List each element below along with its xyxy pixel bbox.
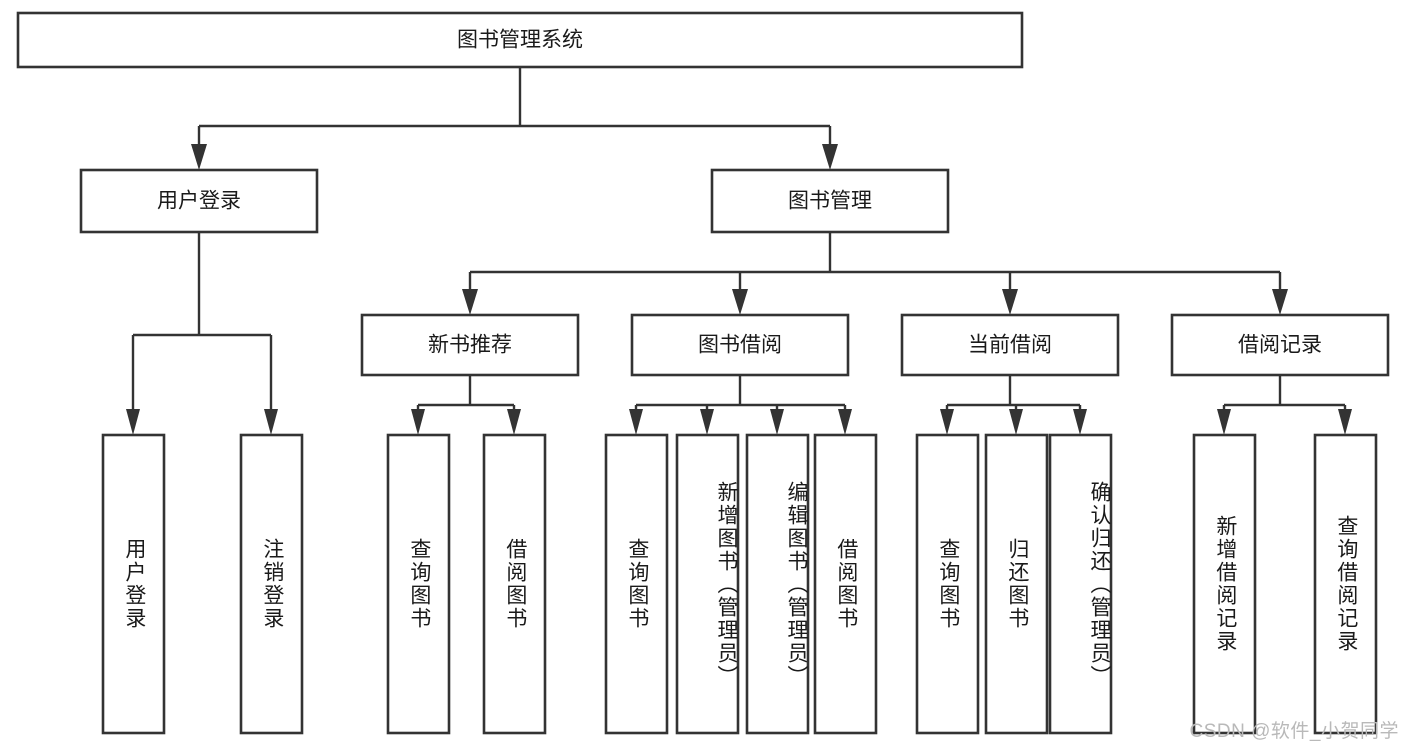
node-borrow-record[interactable]: 借阅记录 — [1170, 313, 1390, 377]
arrow-leaf-return-book — [1009, 409, 1023, 435]
node-root-label: 图书管理系统 — [457, 29, 583, 52]
arrow-leaf-borrow-book-2 — [838, 409, 852, 435]
node-layer: 图书管理系统 用户登录 图书管理 新书推荐 图书借阅 当前 — [16, 11, 1390, 735]
node-current-borrow[interactable]: 当前借阅 — [900, 313, 1120, 377]
arrow-leaf-query-book-3 — [940, 409, 954, 435]
node-new-book-rec-label: 新书推荐 — [428, 334, 512, 357]
node-new-book-rec[interactable]: 新书推荐 — [360, 313, 580, 377]
node-leaf-query-book-3[interactable] — [915, 433, 980, 735]
node-leaf-user-login[interactable] — [101, 433, 166, 735]
node-root[interactable]: 图书管理系统 — [16, 11, 1024, 69]
arrow-book-manage — [822, 144, 838, 170]
arrow-leaf-query-book-1 — [411, 409, 425, 435]
arrow-leaf-user-login — [126, 409, 140, 435]
csdn-watermark: CSDN @软件_小贺同学 — [1189, 721, 1399, 742]
arrow-current-borrow — [1002, 289, 1018, 315]
arrow-leaf-query-record — [1338, 409, 1352, 435]
node-user-login[interactable]: 用户登录 — [79, 168, 319, 234]
arrow-leaf-add-book — [700, 409, 714, 435]
node-leaf-query-book-2[interactable] — [604, 433, 669, 735]
node-leaf-borrow-book-1[interactable] — [482, 433, 547, 735]
arrow-leaf-user-logout — [264, 409, 278, 435]
node-leaf-query-book-1[interactable] — [386, 433, 451, 735]
node-leaf-query-record[interactable] — [1313, 433, 1378, 735]
arrow-user-login — [191, 144, 207, 170]
node-leaf-borrow-book-2[interactable] — [813, 433, 878, 735]
connector-layer — [126, 67, 1352, 435]
arrow-leaf-add-record — [1217, 409, 1231, 435]
node-leaf-add-record[interactable] — [1192, 433, 1257, 735]
arrow-new-book-rec — [462, 289, 478, 315]
arrow-leaf-confirm-return — [1073, 409, 1087, 435]
arrow-leaf-query-book-2 — [629, 409, 643, 435]
arrow-book-borrow — [732, 289, 748, 315]
node-user-login-label: 用户登录 — [157, 190, 241, 213]
node-leaf-user-logout[interactable] — [239, 433, 304, 735]
arrow-leaf-borrow-book-1 — [507, 409, 521, 435]
node-leaf-return-book[interactable] — [984, 433, 1049, 735]
arrow-leaf-edit-book — [770, 409, 784, 435]
node-book-borrow[interactable]: 图书借阅 — [630, 313, 850, 377]
node-leaf-add-book[interactable] — [675, 433, 740, 735]
node-book-manage-label: 图书管理 — [788, 190, 872, 213]
node-leaf-edit-book[interactable] — [745, 433, 810, 735]
node-book-borrow-label: 图书借阅 — [698, 334, 782, 357]
node-current-borrow-label: 当前借阅 — [968, 334, 1052, 357]
node-borrow-record-label: 借阅记录 — [1238, 334, 1322, 357]
node-book-manage[interactable]: 图书管理 — [710, 168, 950, 234]
node-leaf-confirm-return[interactable] — [1048, 433, 1113, 735]
arrow-borrow-record — [1272, 289, 1288, 315]
